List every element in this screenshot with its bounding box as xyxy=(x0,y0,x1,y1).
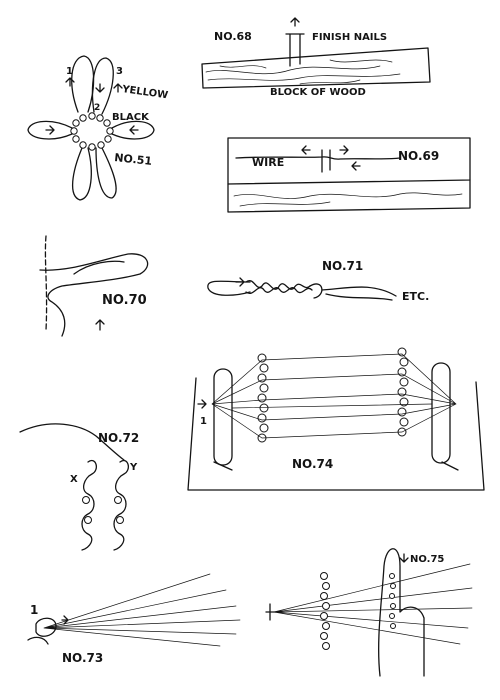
figure-68-block: NO.68 FINISH NAILS BLOCK OF WOOD xyxy=(202,18,430,98)
wire-arrow-left xyxy=(302,146,310,154)
label-number-1-73: 1 xyxy=(30,603,38,617)
petal-bottom-right xyxy=(96,148,116,198)
label-no71: NO.71 xyxy=(322,259,363,273)
front-grain xyxy=(234,193,462,206)
left-roller xyxy=(214,369,232,465)
label-no68: NO.68 xyxy=(214,30,252,43)
right-roller xyxy=(432,363,450,463)
label-no72: NO.72 xyxy=(98,431,139,445)
right-loop xyxy=(310,284,322,298)
petal-bottom-left xyxy=(73,148,92,200)
twist-lower xyxy=(246,288,312,294)
label-finish-nails: FINISH NAILS xyxy=(312,32,387,43)
left-arrow xyxy=(198,400,206,408)
label-number-1-74: 1 xyxy=(200,416,207,427)
chain-y xyxy=(114,461,128,550)
label-no70: NO.70 xyxy=(102,293,147,308)
label-wire: WIRE xyxy=(252,156,284,169)
figure-71-twist: NO.71 ETC. xyxy=(208,259,429,303)
wire-nails xyxy=(322,150,330,172)
right-bead-column xyxy=(398,348,408,436)
block-outline xyxy=(202,48,430,88)
label-yellow: YELLOW xyxy=(121,84,169,101)
figure-69-block: WIRE NO.69 xyxy=(228,138,470,212)
hand-outline xyxy=(379,549,424,676)
figure-73-fan: 1 NO.73 xyxy=(28,574,240,665)
figure-74-frame: 1 NO.74 xyxy=(188,348,484,490)
finish-nails xyxy=(286,34,304,66)
label-no74: NO.74 xyxy=(292,457,333,471)
label-no73: NO.73 xyxy=(62,651,103,665)
wire-arrow-right xyxy=(340,146,348,154)
finger-arrow xyxy=(400,554,408,562)
frame-inner xyxy=(214,462,458,470)
spool xyxy=(28,618,56,644)
trailing-wire xyxy=(322,287,396,300)
nail-arrow xyxy=(291,18,299,26)
chain-beads xyxy=(83,497,124,524)
label-number-1: 1 xyxy=(66,66,73,77)
label-black: BLACK xyxy=(112,112,150,123)
label-no51: NO.51 xyxy=(114,151,153,168)
figure-72-chains: NO.72 X Y xyxy=(20,424,139,550)
label-etc: ETC. xyxy=(402,290,429,303)
label-no75: NO.75 xyxy=(410,554,444,565)
nail-post xyxy=(266,604,276,620)
figure-51-flower: 1 3 2 YELLOW BLACK NO.51 xyxy=(28,56,169,200)
figure-75-fingers: NO.75 xyxy=(266,549,472,676)
spool-arrow xyxy=(62,616,68,624)
petal-top-left xyxy=(72,56,94,112)
strung-wires xyxy=(212,354,456,438)
right-bead-strand xyxy=(390,574,396,629)
label-number-2: 2 xyxy=(94,103,100,113)
label-y: Y xyxy=(129,462,138,473)
chain-x xyxy=(82,461,96,550)
twist-arrow xyxy=(236,278,244,286)
label-number-3: 3 xyxy=(116,66,123,77)
wood-grain xyxy=(206,60,400,84)
dashed-wire xyxy=(45,236,46,330)
label-block-of-wood: BLOCK OF WOOD xyxy=(270,87,366,98)
fan-wires xyxy=(44,574,240,646)
label-no69: NO.69 xyxy=(398,149,439,163)
left-bead-column xyxy=(258,354,268,442)
loop-arrow xyxy=(96,320,104,330)
figure-70-loop: NO.70 xyxy=(40,236,148,336)
wire-arrow-down xyxy=(352,162,360,170)
label-x: X xyxy=(70,474,78,485)
left-loop xyxy=(208,281,250,295)
center-bead-ring xyxy=(71,113,113,150)
radiating-wires xyxy=(274,564,472,644)
